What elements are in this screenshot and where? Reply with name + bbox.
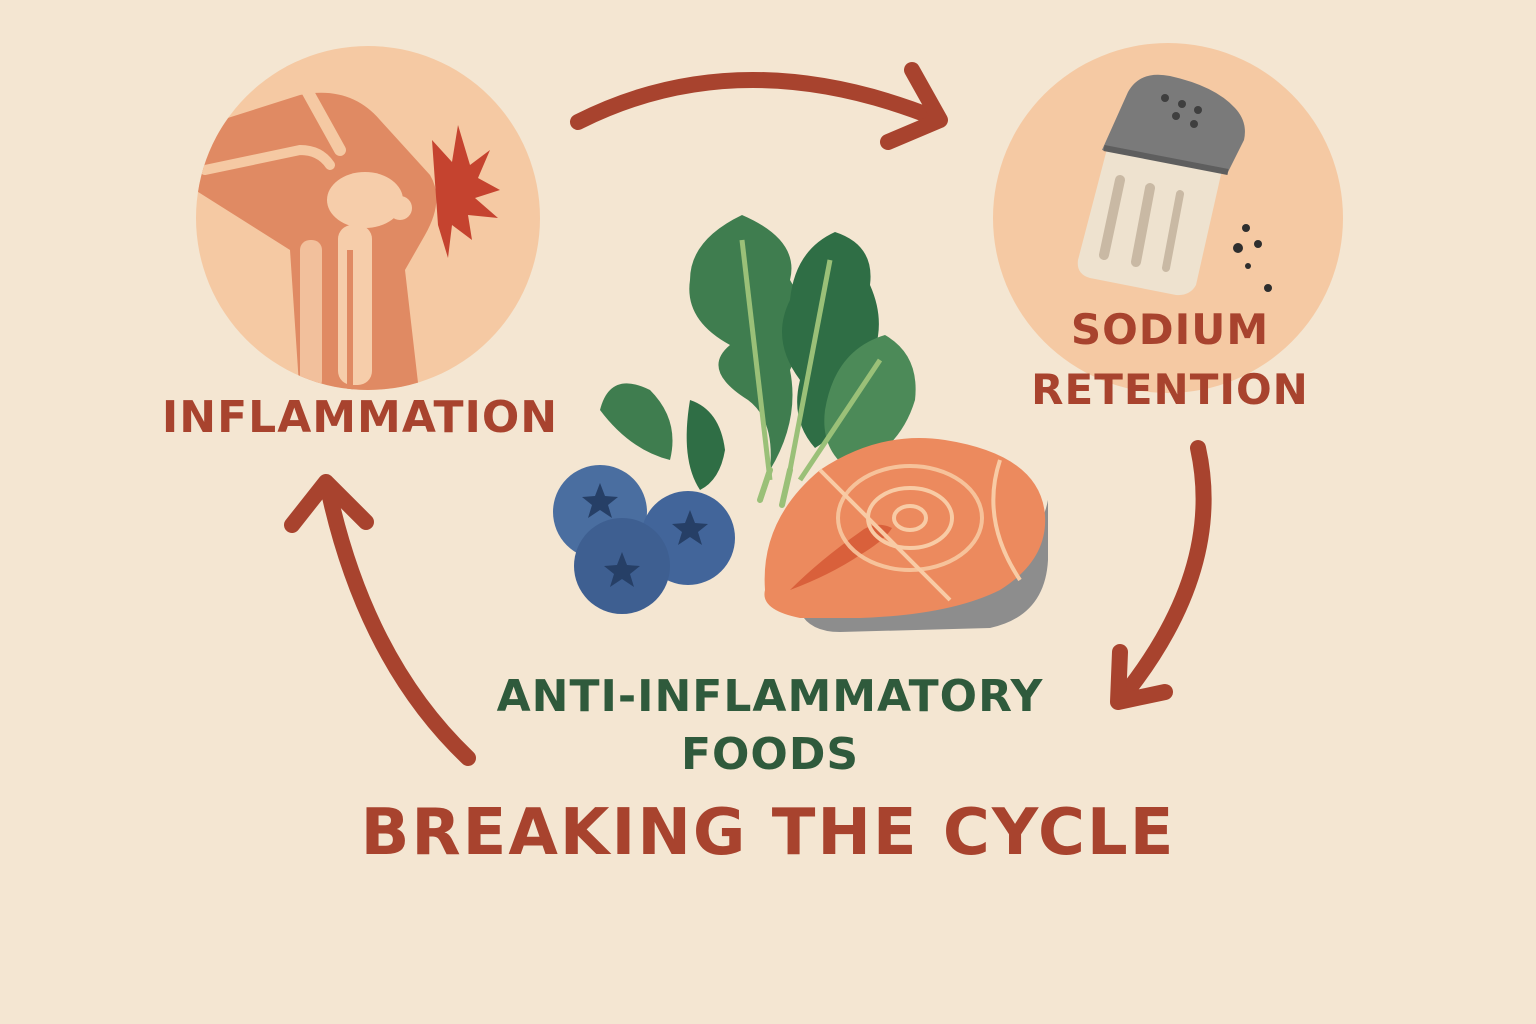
sodium-retention-line2: RETENTION [1031, 365, 1309, 414]
arrow-sodium-to-foods [1110, 440, 1212, 710]
inflammation-label: INFLAMMATION [161, 392, 559, 443]
anti-inflammatory-foods-label: ANTI-INFLAMMATORY FOODS [420, 668, 1120, 784]
salmon-steak-icon [764, 438, 1048, 632]
leafy-greens-icon [600, 215, 916, 508]
arrow-foods-to-inflammation [284, 474, 476, 766]
knee-joint-pain-icon [196, 54, 437, 390]
arrow-inflammation-to-sodium [570, 62, 948, 150]
salt-shaker-icon [1077, 74, 1272, 296]
anti-inflammatory-foods-line1: ANTI-INFLAMMATORY [496, 671, 1044, 722]
sodium-retention-line1: SODIUM [1070, 305, 1270, 354]
pain-burst-icon [432, 125, 500, 258]
diagram-title: BREAKING THE CYCLE [360, 796, 1176, 870]
blueberries-icon [553, 465, 735, 614]
sodium-retention-label: SODIUM RETENTION [1000, 300, 1340, 420]
anti-inflammatory-foods-line2: FOODS [680, 729, 860, 780]
